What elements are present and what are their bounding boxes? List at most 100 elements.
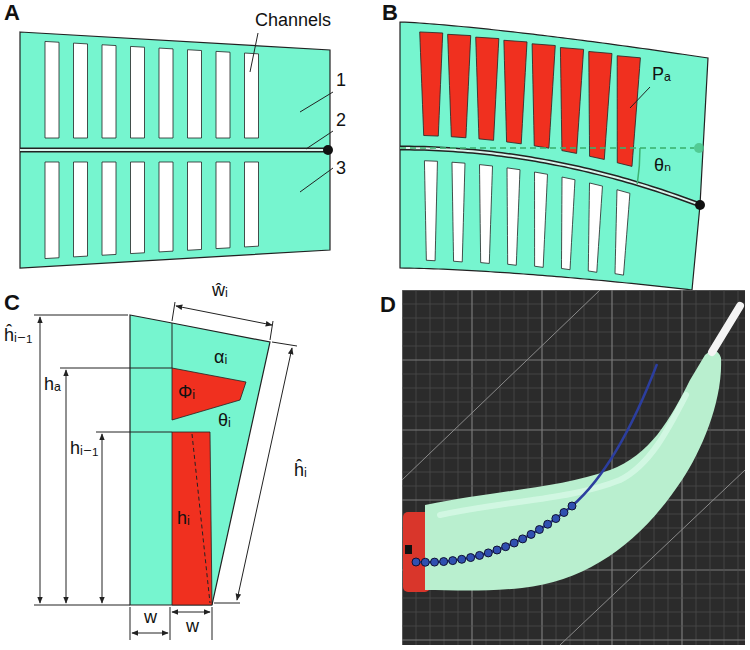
actuator-bent bbox=[400, 22, 708, 290]
grid-line bbox=[402, 304, 745, 305]
grid-line bbox=[724, 290, 725, 645]
grid-line bbox=[402, 359, 745, 360]
dimension-line bbox=[40, 317, 41, 603]
tracked-point bbox=[502, 543, 510, 551]
channel bbox=[535, 172, 548, 267]
reference-line bbox=[400, 147, 694, 149]
strain-layer-core bbox=[400, 148, 700, 205]
grid-line bbox=[444, 290, 445, 645]
dimension-label: ĥᵢ bbox=[294, 460, 307, 481]
pressurized-channel bbox=[617, 56, 640, 167]
grid-line bbox=[402, 639, 745, 640]
grid-line bbox=[710, 290, 711, 645]
grid-line bbox=[528, 290, 529, 645]
pressurized-channel bbox=[532, 44, 555, 148]
end-dot bbox=[695, 200, 705, 210]
dimension-label: ŵᵢ bbox=[212, 280, 228, 301]
grid-line bbox=[471, 290, 472, 645]
grid-line bbox=[570, 290, 571, 645]
grid-line bbox=[402, 290, 403, 645]
channel bbox=[424, 161, 437, 261]
grid-line bbox=[611, 290, 612, 645]
strain-layer bbox=[20, 148, 330, 153]
tracked-point bbox=[560, 508, 568, 516]
grid-line bbox=[514, 290, 515, 645]
angle-label: θₙ bbox=[654, 155, 671, 176]
pressurized-channel bbox=[448, 34, 471, 137]
grid-line bbox=[402, 472, 745, 473]
dimension-line bbox=[237, 348, 292, 600]
end-dot bbox=[323, 145, 333, 155]
dimension-label: w bbox=[144, 607, 157, 628]
channel bbox=[102, 45, 116, 138]
grid-line bbox=[402, 290, 745, 291]
channel bbox=[45, 162, 59, 259]
actuator-body bbox=[400, 22, 708, 290]
grid-line bbox=[738, 290, 739, 645]
dimension-line bbox=[102, 434, 103, 603]
grid-line bbox=[402, 290, 600, 480]
dimension-label: hᵢ₋₁ bbox=[70, 438, 98, 459]
grid-line bbox=[696, 290, 697, 645]
segment-boundary bbox=[172, 323, 173, 368]
strain-layer bbox=[400, 148, 700, 205]
grid-line bbox=[486, 290, 487, 645]
channel bbox=[561, 177, 575, 270]
panel-letter: A bbox=[4, 0, 20, 25]
dashed-line bbox=[192, 434, 210, 603]
highlight bbox=[440, 395, 686, 515]
tracked-point bbox=[484, 549, 492, 557]
chamber-lower bbox=[172, 432, 212, 605]
tracked-point bbox=[519, 535, 527, 543]
channel bbox=[131, 46, 145, 138]
channel bbox=[216, 51, 230, 138]
grid-line bbox=[500, 290, 501, 645]
tracked-point bbox=[527, 530, 535, 538]
part-label: Channels bbox=[255, 10, 331, 31]
channel bbox=[74, 162, 88, 257]
channel bbox=[74, 43, 88, 138]
channel bbox=[480, 165, 493, 264]
dimension-line bbox=[176, 306, 272, 325]
leader-line bbox=[306, 131, 333, 149]
grid-line bbox=[556, 290, 557, 645]
extension-line bbox=[130, 607, 131, 640]
dimension-label: w bbox=[186, 616, 199, 637]
tracked-point bbox=[467, 554, 475, 562]
pressurized-channel bbox=[560, 48, 583, 154]
tracked-point bbox=[510, 539, 518, 547]
extension-line bbox=[34, 605, 130, 606]
tracked-points bbox=[412, 502, 576, 566]
callout-number: 3 bbox=[336, 158, 346, 179]
extension-line bbox=[172, 302, 175, 321]
channel bbox=[188, 162, 202, 250]
extension-line bbox=[272, 342, 297, 346]
grid-line bbox=[402, 332, 745, 333]
grid-line bbox=[430, 290, 431, 645]
tracked-point bbox=[440, 558, 448, 566]
angle-label: αᵢ bbox=[214, 347, 227, 368]
callout-number: 1 bbox=[336, 70, 346, 91]
extension-line bbox=[60, 368, 172, 369]
tracked-point bbox=[449, 557, 457, 565]
pressurized-channel bbox=[504, 40, 527, 144]
grid-line bbox=[402, 612, 745, 613]
angle-label: Φᵢ bbox=[178, 382, 195, 403]
leader-line bbox=[250, 33, 258, 72]
grid-line bbox=[584, 290, 585, 645]
tracked-point bbox=[412, 558, 420, 566]
angle-arc bbox=[637, 148, 640, 184]
channel bbox=[45, 41, 59, 138]
dimension-label: hₐ bbox=[44, 374, 61, 395]
channel bbox=[615, 190, 630, 275]
channel bbox=[216, 162, 230, 249]
tracked-point bbox=[493, 546, 501, 554]
chamber-upper bbox=[172, 368, 246, 420]
grid-line bbox=[402, 626, 745, 627]
channel bbox=[131, 162, 145, 254]
grid-line bbox=[541, 290, 542, 645]
channel bbox=[507, 168, 520, 265]
callout-number: 2 bbox=[336, 110, 346, 131]
channel bbox=[102, 162, 116, 255]
